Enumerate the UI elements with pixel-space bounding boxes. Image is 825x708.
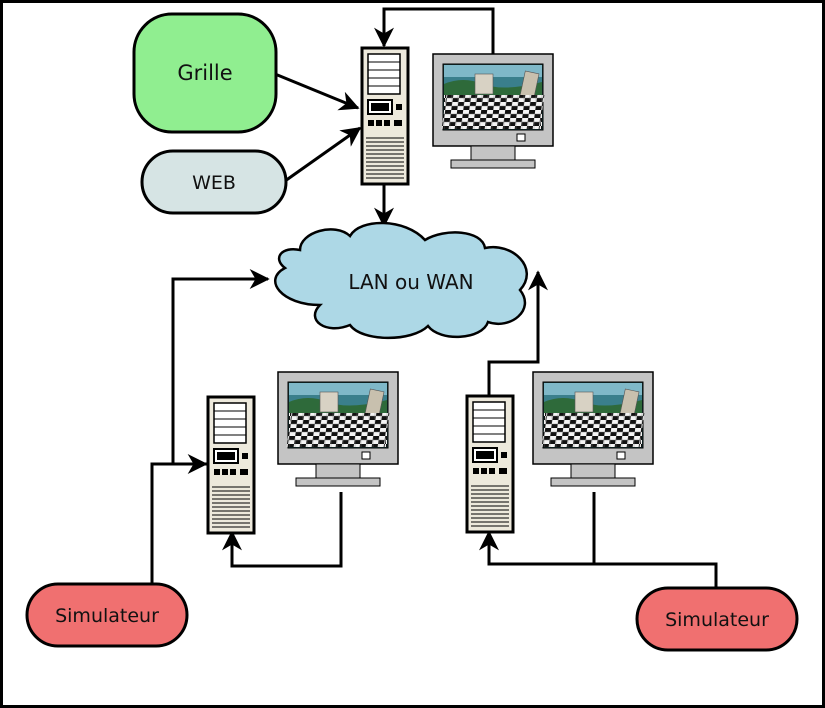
web-node: WEB bbox=[140, 149, 288, 215]
grid-label: Grille bbox=[177, 61, 232, 85]
web-shape bbox=[140, 149, 288, 215]
web-label: WEB bbox=[192, 172, 236, 194]
right-simulator-to-client-arrow bbox=[479, 530, 718, 588]
right-simulator-shape bbox=[635, 586, 799, 652]
right-simulator-label: Simulateur bbox=[665, 609, 769, 631]
left-client-tower-icon bbox=[206, 395, 256, 535]
monitor-to-server-arrow bbox=[374, 7, 495, 54]
left-simulator-shape bbox=[25, 582, 189, 648]
left-simulator-to-client-arrow bbox=[150, 454, 208, 583]
left-simulator-label: Simulateur bbox=[55, 605, 159, 627]
right-client-to-network-arrow bbox=[487, 270, 548, 396]
connectors bbox=[150, 7, 718, 588]
left-simulator-node: Simulateur bbox=[25, 582, 189, 648]
network-label: LAN ou WAN bbox=[348, 270, 473, 294]
grid-node: Grille bbox=[132, 12, 278, 134]
grid-shape bbox=[132, 12, 278, 134]
grid-to-server-arrow bbox=[274, 72, 360, 111]
web-to-server-arrow bbox=[284, 126, 362, 183]
left-monitor-to-client-arrow bbox=[222, 492, 343, 568]
cloud-shape bbox=[274, 221, 528, 340]
right-client-tower-icon bbox=[465, 394, 515, 534]
server-tower-icon bbox=[360, 46, 410, 186]
right-simulator-node: Simulateur bbox=[635, 586, 799, 652]
network-cloud: LAN ou WAN bbox=[274, 221, 528, 340]
